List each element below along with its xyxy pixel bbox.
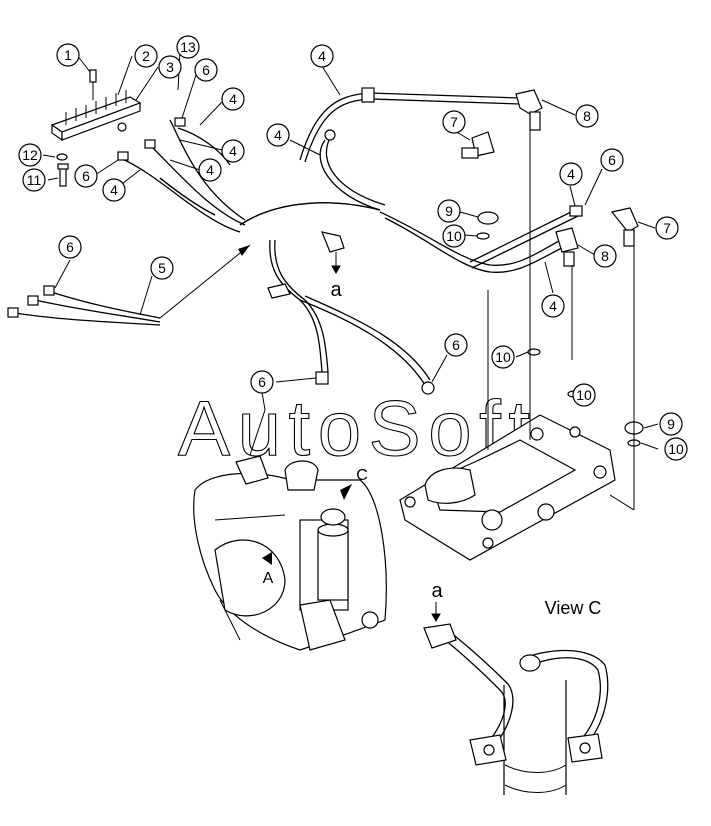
callout-label: 12 [22, 147, 38, 163]
callout-c4h: 4 [541, 294, 565, 318]
callout-label: 7 [450, 114, 458, 130]
detail-label-a-bottom: a [431, 580, 443, 602]
callout-label: 8 [583, 108, 591, 124]
callout-c1: 1 [56, 43, 80, 67]
callout-c3: 3 [158, 55, 182, 79]
callout-c6e: 6 [250, 370, 274, 394]
callout-label: 3 [166, 59, 174, 75]
callout-label: 6 [452, 337, 460, 353]
callout-c7a: 7 [442, 110, 466, 134]
callout-label: 6 [608, 152, 616, 168]
view-c-label: View C [545, 598, 602, 618]
callout-label: 4 [318, 48, 326, 64]
callout-label: 11 [27, 172, 42, 188]
callout-c4f: 4 [266, 123, 290, 147]
callout-c6c: 6 [600, 148, 624, 172]
callout-c10b: 10 [491, 345, 515, 369]
callout-label: 5 [158, 260, 166, 276]
callout-c8b: 8 [593, 244, 617, 268]
callout-label: 6 [202, 62, 210, 78]
callout-c4g: 4 [559, 162, 583, 186]
callout-c9a: 9 [437, 199, 461, 223]
callout-label: 4 [567, 166, 575, 182]
callout-label: 6 [258, 374, 266, 390]
callout-c4c: 4 [198, 158, 222, 182]
callout-c4a: 4 [221, 87, 245, 111]
callout-label: 10 [576, 387, 592, 403]
callout-c6d: 6 [58, 235, 82, 259]
callout-c13: 13 [176, 35, 200, 59]
callout-label: 1 [64, 47, 72, 63]
callout-label: 10 [446, 228, 462, 244]
callout-c10a: 10 [442, 224, 466, 248]
callout-c12: 12 [18, 143, 42, 167]
callout-label: 4 [274, 127, 282, 143]
callout-c6b: 6 [74, 164, 98, 188]
callout-label: 9 [667, 416, 675, 432]
engine-block [193, 379, 387, 651]
callout-label: 7 [663, 220, 671, 236]
callout-label: 6 [66, 239, 74, 255]
detail-label-a-top: a [330, 279, 342, 301]
callout-c4d: 4 [102, 178, 126, 202]
callout-label: 13 [180, 39, 196, 55]
callout-label: 4 [229, 143, 237, 159]
cover-plate [399, 120, 635, 561]
callout-label: 8 [601, 248, 609, 264]
callout-label: 6 [82, 168, 90, 184]
distribution-block [50, 69, 142, 187]
leader-lines [42, 49, 659, 450]
callout-label: 2 [142, 48, 150, 64]
detail-label-C: C [356, 467, 368, 484]
callout-c11: 11 [22, 168, 46, 192]
callout-label: 4 [229, 91, 237, 107]
callout-label: 10 [668, 441, 684, 457]
callout-c8a: 8 [575, 104, 599, 128]
detail-label-A: A [263, 570, 274, 587]
callout-label: 4 [206, 162, 214, 178]
callout-label: 4 [110, 182, 118, 198]
callout-label: 4 [549, 298, 557, 314]
callout-c10d: 10 [664, 437, 688, 461]
callout-c5: 5 [150, 256, 174, 280]
elbow-fittings [461, 89, 644, 447]
callout-c6a: 6 [194, 58, 218, 82]
callout-c10c: 10 [572, 383, 596, 407]
callout-c4e: 4 [310, 44, 334, 68]
view-c-detail [423, 623, 609, 795]
hoses-harness [7, 87, 583, 395]
detail-arrows [331, 252, 441, 623]
callout-label: 10 [495, 349, 511, 365]
callout-c6f: 6 [444, 333, 468, 357]
callout-label: 9 [445, 203, 453, 219]
callout-c9b: 9 [659, 412, 683, 436]
callout-c4b: 4 [221, 139, 245, 163]
callout-c2: 2 [134, 44, 158, 68]
callout-c7b: 7 [655, 216, 679, 240]
